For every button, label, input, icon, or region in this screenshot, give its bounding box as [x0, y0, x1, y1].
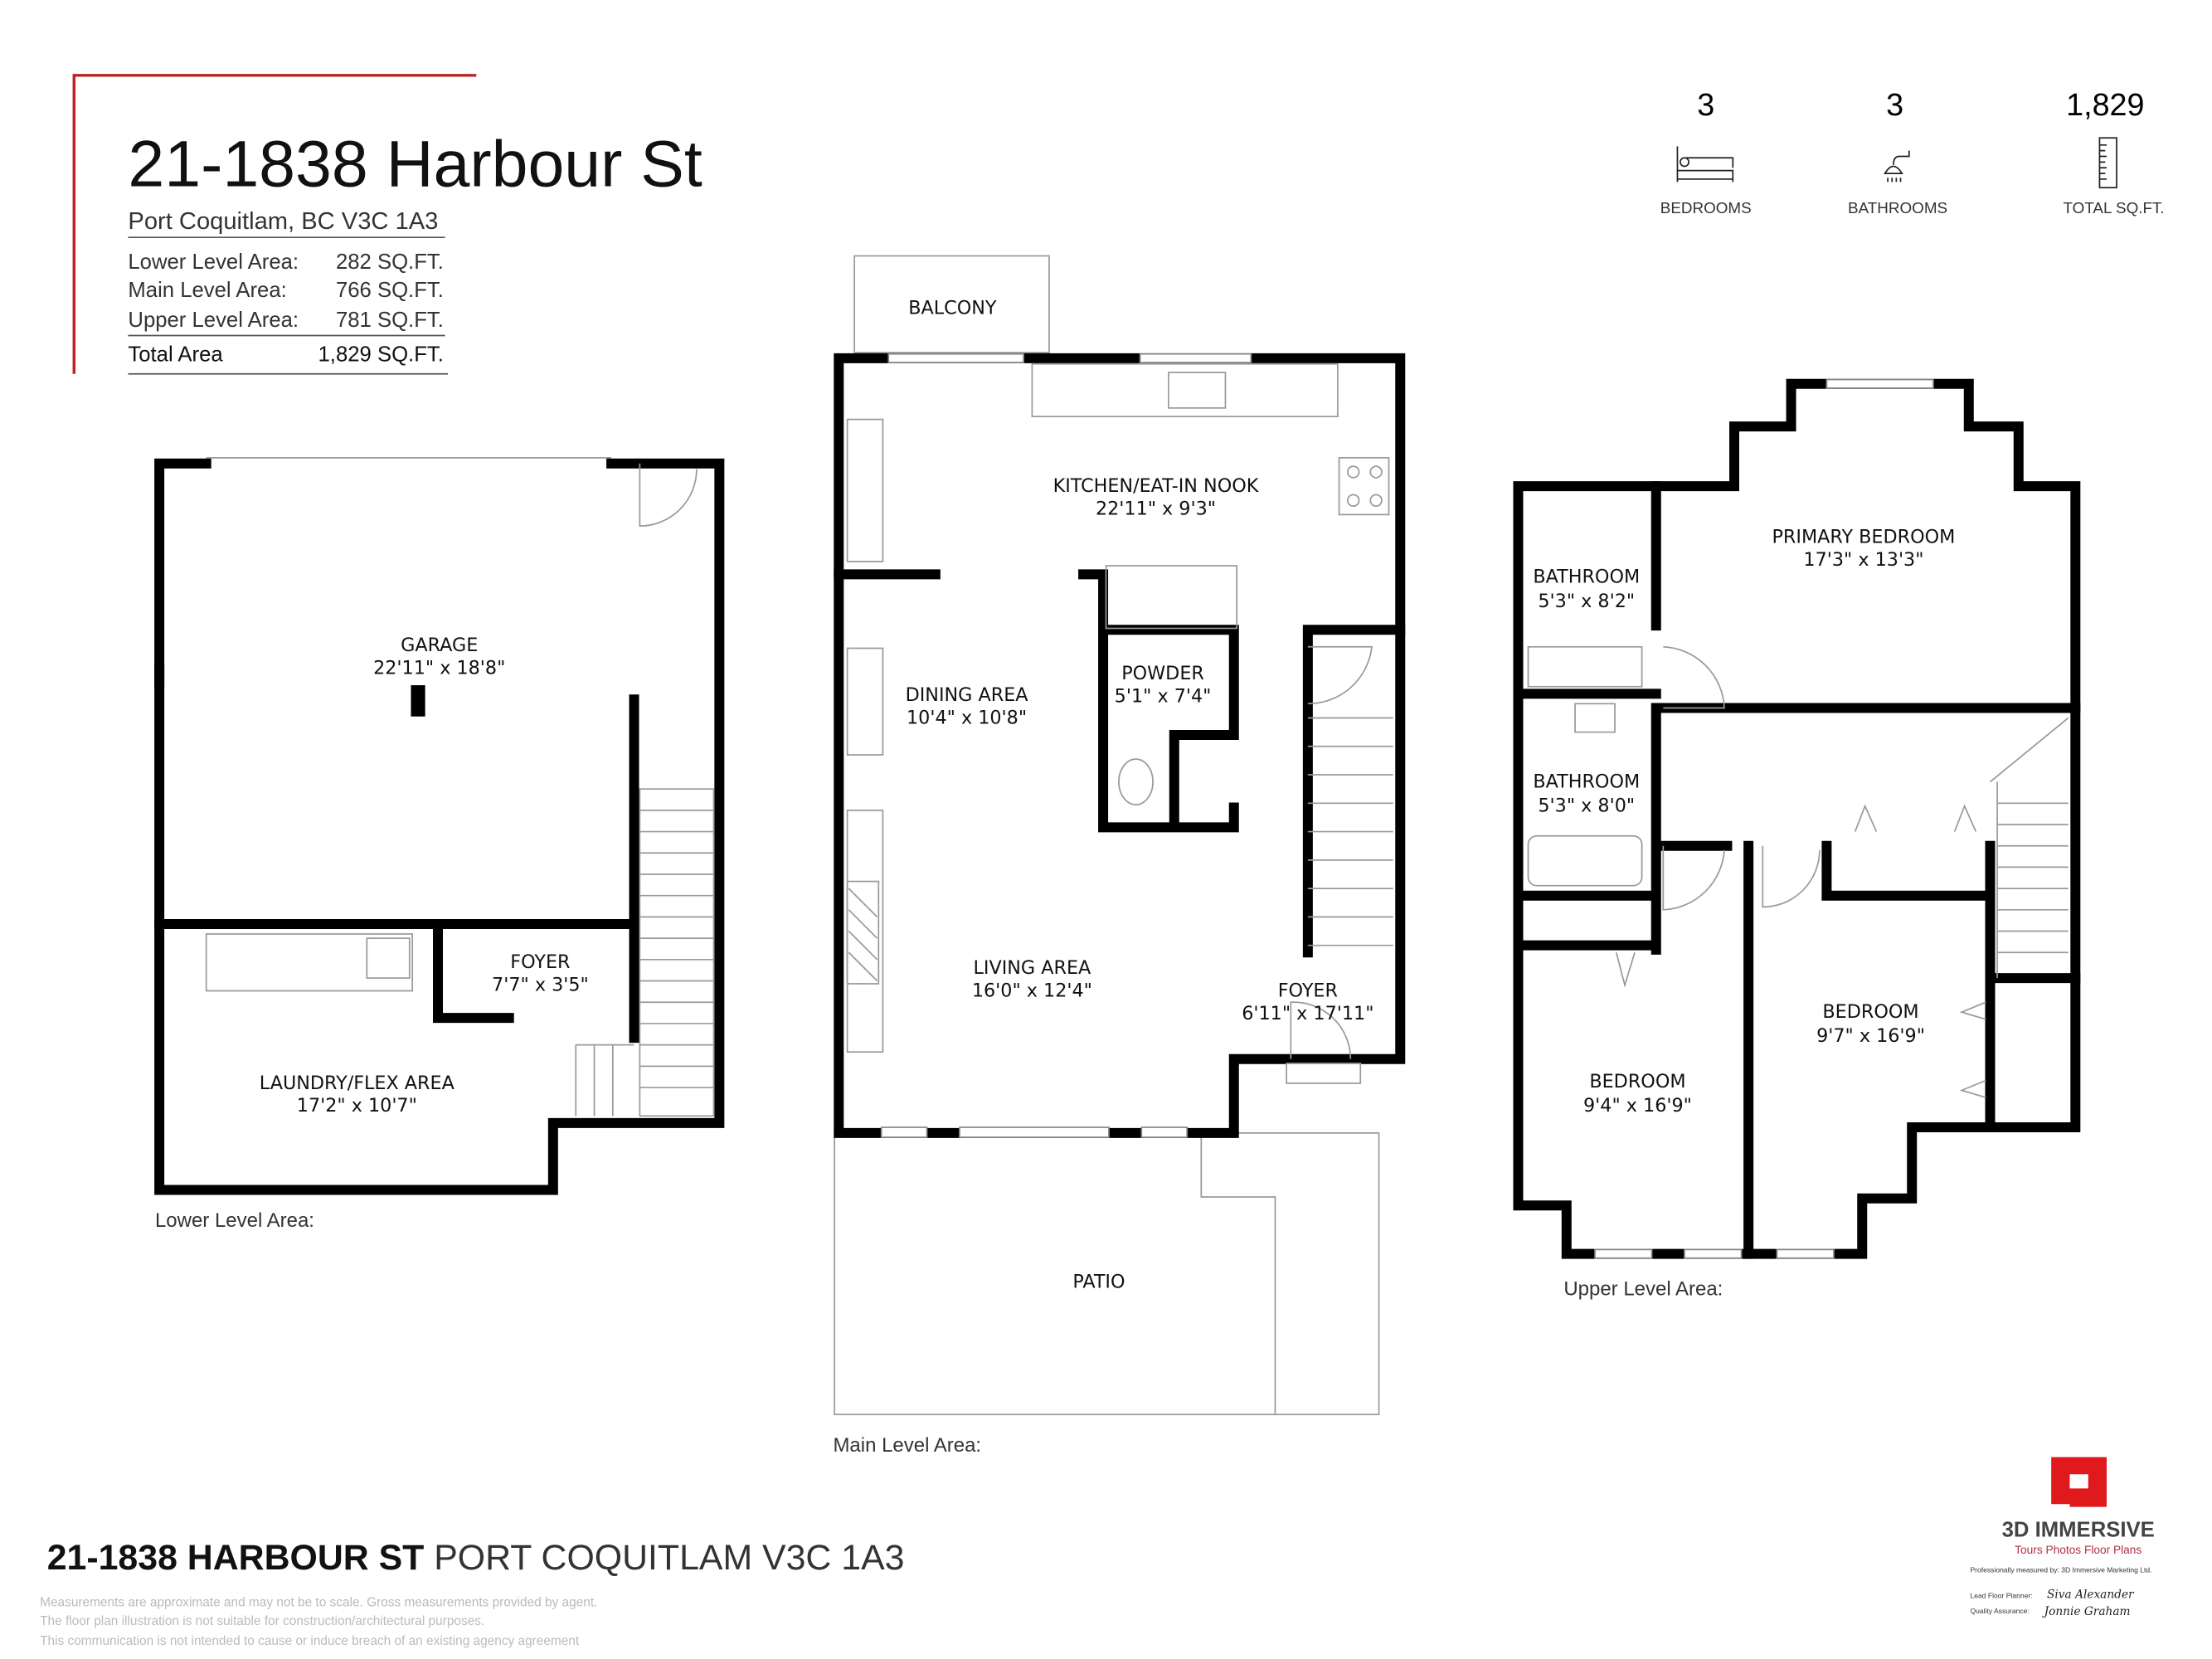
lead-planner-signature: Siva Alexander	[2047, 1588, 2135, 1601]
room-name: POWDER	[1121, 663, 1204, 684]
room-name: DINING AREA	[906, 684, 1029, 706]
door	[639, 463, 698, 527]
room-name: BEDROOM	[1822, 1001, 1918, 1023]
disclaimer-line: Measurements are approximate and may not…	[40, 1596, 597, 1610]
bed-icon	[1676, 146, 1734, 182]
main-level-plan: BALCONY KITCHEN/EAT-IN NOOK 22'11" x 9'3…	[833, 255, 1406, 1457]
room-name: GARAGE	[401, 635, 478, 656]
room-name: BEDROOM	[1589, 1071, 1685, 1092]
area-label: Upper Level Area:	[128, 309, 299, 332]
header: 21-1838 Harbour St Port Coquitlam, BC V3…	[72, 74, 702, 375]
level-caption: Upper Level Area:	[1563, 1277, 1723, 1300]
shower-icon	[1884, 150, 1910, 182]
room-dim: 22'11" x 9'3"	[1096, 498, 1216, 519]
measured-by: Professionally measured by: 3D Immersive…	[1970, 1565, 2151, 1574]
brand-tagline: Tours Photos Floor Plans	[2015, 1544, 2142, 1556]
area-label: Main Level Area:	[128, 279, 286, 302]
room-dim: 9'7" x 16'9"	[1816, 1025, 1925, 1047]
area-value: 282 SQ.FT.	[336, 251, 444, 274]
level-caption: Main Level Area:	[833, 1434, 981, 1457]
room-dim: 5'3" x 8'0"	[1538, 795, 1635, 817]
brand-block: 3D IMMERSIVE Tours Photos Floor Plans Pr…	[1970, 1457, 2155, 1618]
bathrooms-label: BATHROOMS	[1848, 199, 1947, 216]
room-dim: 16'0" x 12'4"	[972, 980, 1092, 1001]
area-label: Lower Level Area:	[128, 251, 299, 274]
subtitle: Port Coquitlam, BC V3C 1A3	[128, 208, 438, 235]
room-dim: 22'11" x 18'8"	[373, 657, 505, 679]
bedrooms-count: 3	[1697, 87, 1714, 122]
area-value: 766 SQ.FT.	[336, 279, 444, 302]
disclaimer-line: This communication is not intended to ca…	[40, 1634, 580, 1648]
bedrooms-label: BEDROOMS	[1660, 199, 1752, 216]
total-sqft-count: 1,829	[2066, 87, 2144, 122]
stairs	[575, 788, 715, 1117]
room-name: FOYER	[510, 951, 570, 973]
footer-address: 21-1838 HARBOUR ST PORT COQUITLAM V3C 1A…	[47, 1538, 905, 1578]
upper-level-plan: PRIMARY BEDROOM 17'3" x 13'3" BATHROOM 5…	[1513, 378, 2081, 1300]
footer-address-street: 21-1838 HARBOUR ST	[47, 1538, 425, 1578]
qa-signature: Jonnie Graham	[2042, 1605, 2131, 1618]
room-name: PATIO	[1072, 1272, 1125, 1293]
area-value: 781 SQ.FT.	[336, 309, 444, 332]
total-label: Total Area	[128, 343, 223, 366]
room-name: LAUNDRY/FLEX AREA	[260, 1073, 455, 1094]
room-dim: 17'3" x 13'3"	[1803, 549, 1923, 571]
stats: 3 BEDROOMS 3 BATHROOMS 1,829 TOTAL SQ.FT…	[1660, 87, 2165, 216]
level-caption: Lower Level Area:	[155, 1209, 314, 1232]
room-name: PRIMARY BEDROOM	[1772, 527, 1956, 548]
room-dim: 5'3" x 8'2"	[1538, 591, 1635, 612]
room-dim: 10'4" x 10'8"	[907, 707, 1027, 728]
lower-level-plan: GARAGE 22'11" x 18'8" FOYER 7'7" x 3'5" …	[154, 456, 725, 1232]
room-dim: 6'11" x 17'11"	[1242, 1003, 1373, 1024]
room-name: BALCONY	[908, 298, 997, 319]
room-dim: 17'2" x 10'7"	[297, 1095, 417, 1117]
room-dim: 7'7" x 3'5"	[492, 975, 589, 996]
room-dim: 5'1" x 7'4"	[1115, 686, 1212, 708]
lead-planner-label: Lead Floor Planner:	[1970, 1591, 2032, 1599]
brand-logo-icon	[2051, 1457, 2107, 1507]
room-name: LIVING AREA	[973, 957, 1091, 979]
total-sqft-label: TOTAL SQ.FT.	[2064, 199, 2165, 216]
room-name: BATHROOM	[1533, 771, 1640, 792]
total-value: 1,829 SQ.FT.	[318, 343, 444, 366]
brand-name: 3D IMMERSIVE	[2002, 1519, 2155, 1542]
footer: 21-1838 HARBOUR ST PORT COQUITLAM V3C 1A…	[40, 1538, 904, 1648]
header-accent-line	[72, 74, 477, 374]
footer-address-city: PORT COQUITLAM V3C 1A3	[424, 1538, 904, 1578]
room-dim: 9'4" x 16'9"	[1583, 1095, 1692, 1117]
ruler-icon	[2098, 137, 2117, 189]
room-name: BATHROOM	[1533, 567, 1640, 588]
disclaimer-line: The floor plan illustration is not suita…	[40, 1614, 484, 1628]
room-name: FOYER	[1278, 980, 1338, 1001]
bathrooms-count: 3	[1886, 87, 1903, 122]
page-title: 21-1838 Harbour St	[128, 128, 702, 201]
qa-label: Quality Assurance:	[1970, 1607, 2029, 1615]
room-name: KITCHEN/EAT-IN NOOK	[1053, 475, 1260, 497]
